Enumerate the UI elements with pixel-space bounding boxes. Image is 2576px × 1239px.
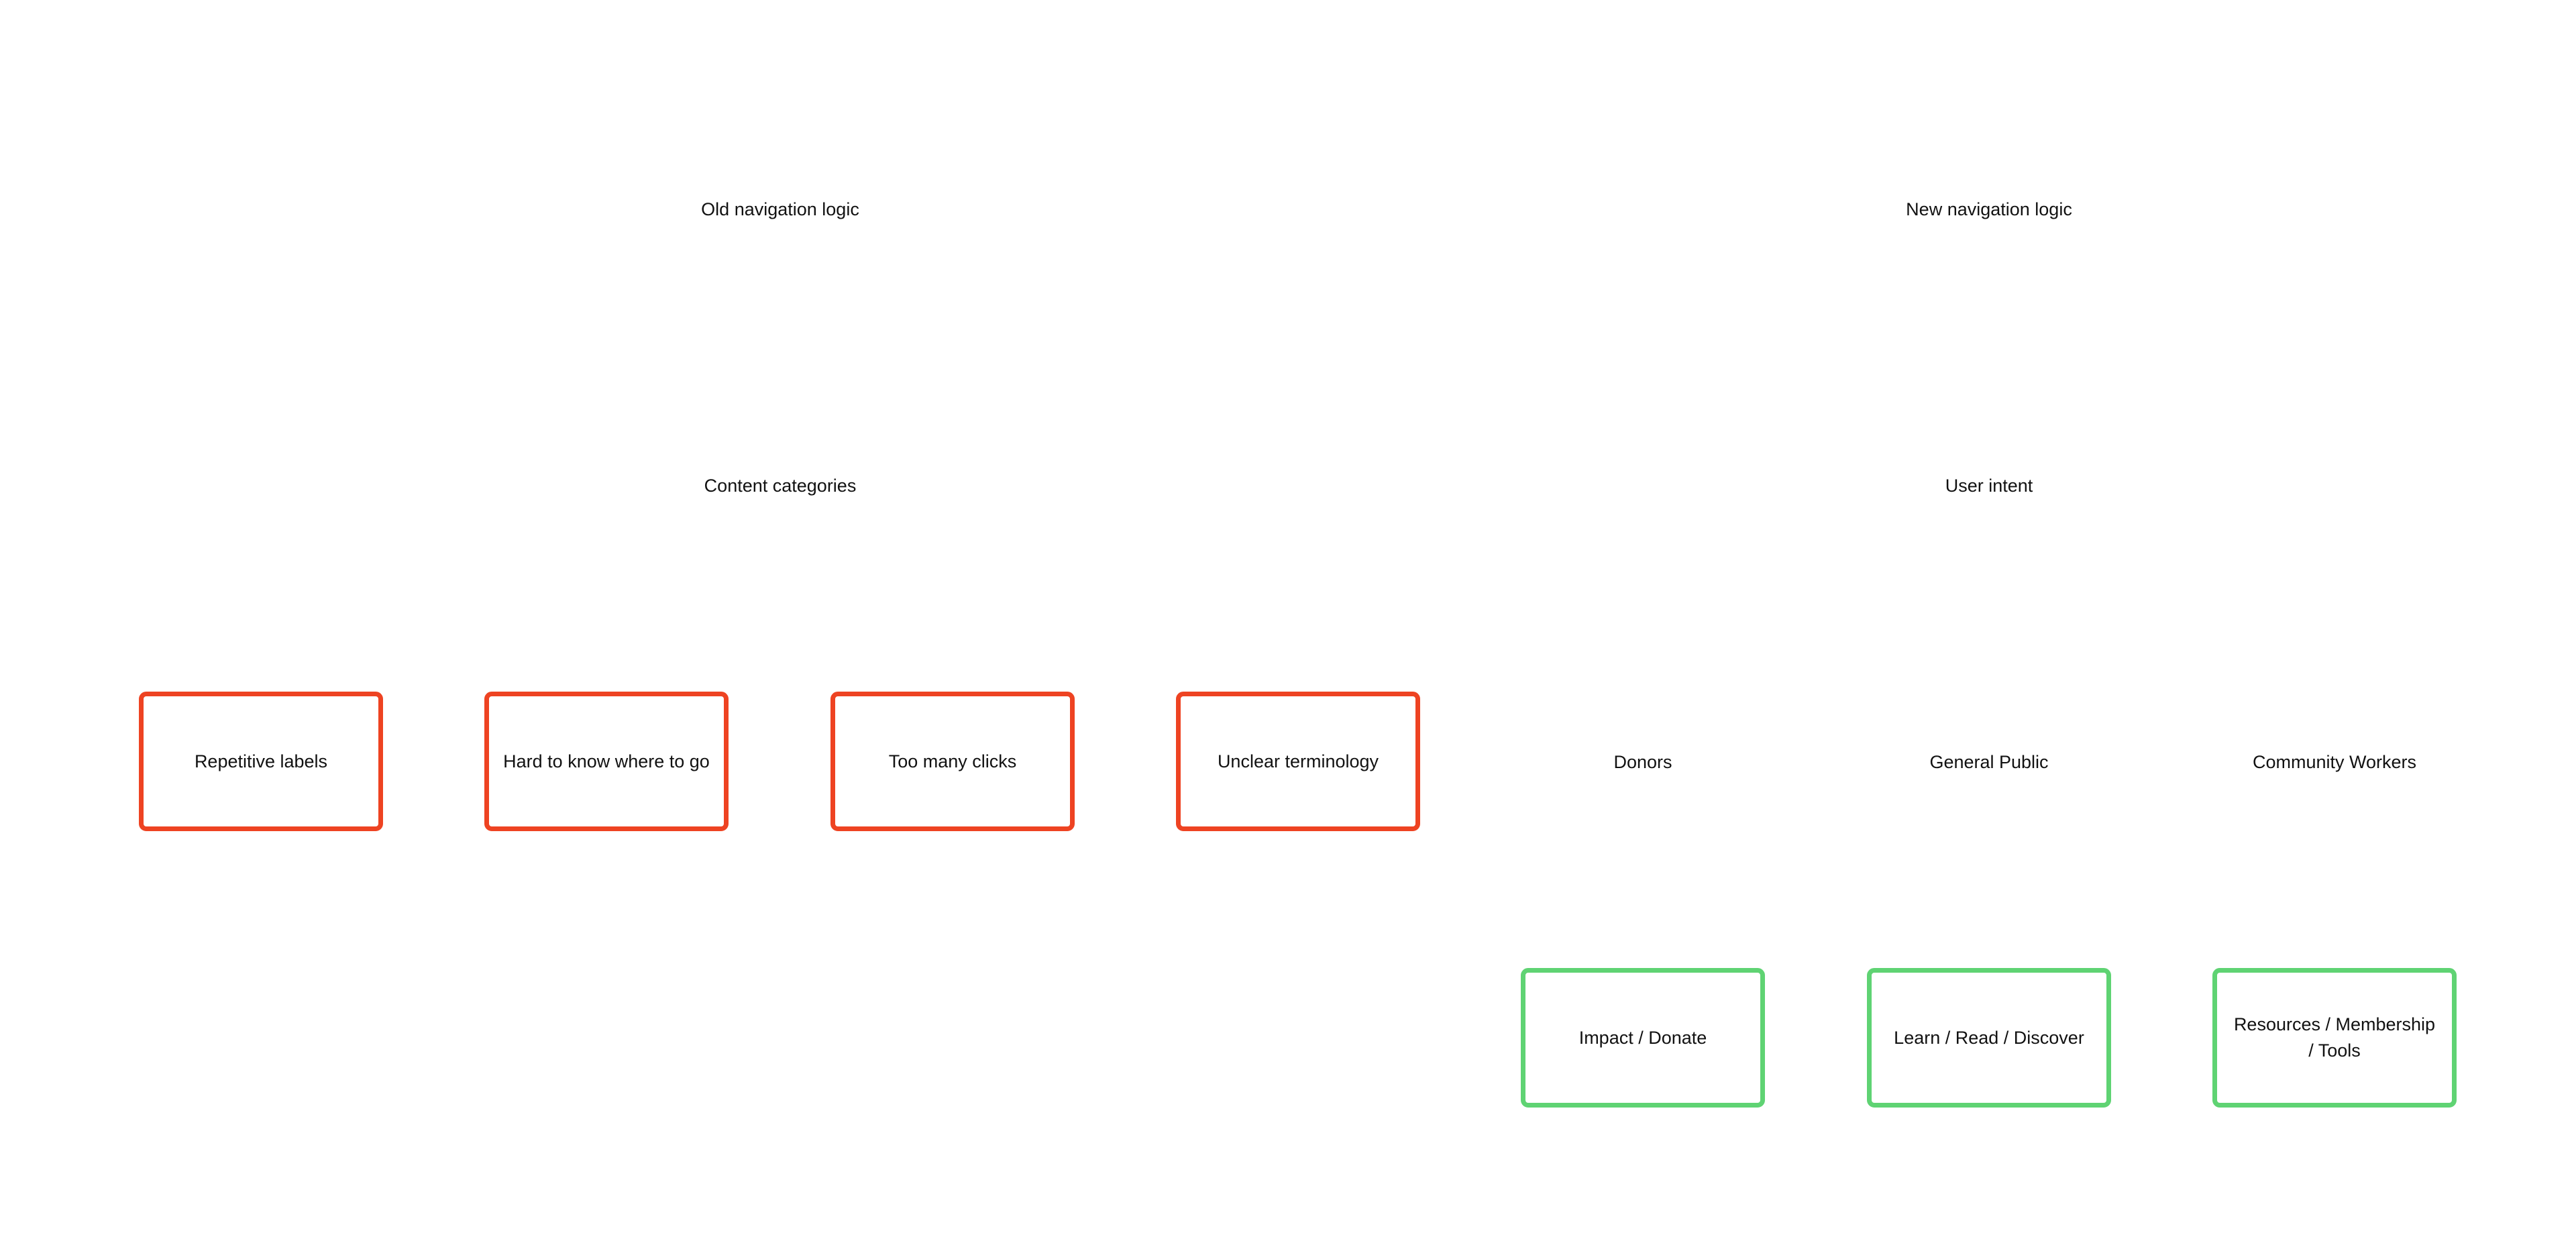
solution-box-learn-read-discover: Learn / Read / Discover <box>1867 968 2111 1108</box>
problem-box-unclear-terminology: Unclear terminology <box>1176 692 1420 831</box>
audience-label-community-workers: Community Workers <box>2252 752 2417 772</box>
audience-label-donors: Donors <box>1613 752 1672 772</box>
content-categories-label: Content categories <box>704 476 857 496</box>
solution-label: Learn / Read / Discover <box>1894 1027 2084 1048</box>
problem-label: Hard to know where to go <box>503 751 710 771</box>
audience-label-general-public: General Public <box>1929 752 2049 772</box>
problem-label: Unclear terminology <box>1217 751 1379 771</box>
solution-box-impact-donate: Impact / Donate <box>1521 968 1765 1108</box>
solution-label: Resources / Membership / Tools <box>2233 1014 2436 1061</box>
problem-box-hard-to-know-where-to-go: Hard to know where to go <box>484 692 729 831</box>
new-navigation-title: New navigation logic <box>1906 199 2072 219</box>
solution-box-resources-membership-tools: Resources / Membership / Tools <box>2212 968 2457 1108</box>
problem-box-repetitive-labels: Repetitive labels <box>139 692 383 831</box>
problem-label: Too many clicks <box>888 751 1017 771</box>
user-intent-label: User intent <box>1945 476 2033 496</box>
problem-label: Repetitive labels <box>194 751 328 771</box>
old-navigation-title: Old navigation logic <box>701 199 859 219</box>
problem-box-too-many-clicks: Too many clicks <box>830 692 1075 831</box>
solution-label: Impact / Donate <box>1578 1027 1707 1048</box>
